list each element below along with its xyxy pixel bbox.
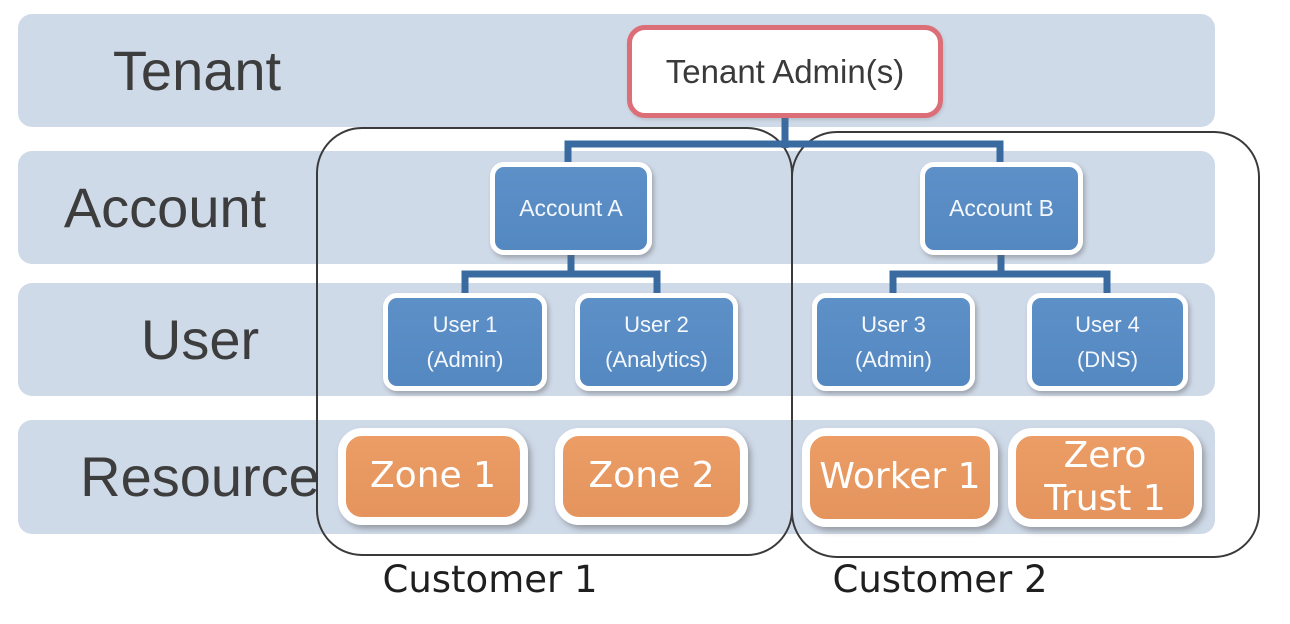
- zone-2-node: Zone 2: [555, 428, 748, 525]
- worker-1-node: Worker 1: [802, 428, 998, 527]
- zone-1-label: Zone 1: [370, 455, 496, 497]
- worker-1-label: Worker 1: [819, 456, 981, 498]
- user-3-label: User 3: [861, 311, 926, 337]
- account-row-label: Account: [63, 176, 267, 239]
- account-a-label: Account A: [519, 195, 623, 221]
- account-a-node: Account A: [490, 162, 652, 255]
- connector-account-a-to-users: [461, 251, 661, 297]
- user-2-label: User 2: [624, 311, 689, 337]
- user-2-node: User 2 (Analytics): [575, 293, 738, 391]
- user-4-sublabel: (DNS): [1076, 347, 1139, 372]
- user-3-sublabel: (Admin): [854, 347, 932, 372]
- user-2-sublabel: (Analytics): [605, 347, 708, 372]
- user-1-sublabel: (Admin): [426, 347, 504, 372]
- user-4-label: User 4: [1075, 311, 1140, 337]
- user-3-node: User 3 (Admin): [812, 293, 975, 391]
- account-b-label: Account B: [949, 195, 1054, 221]
- tenant-admin-label: Tenant Admin(s): [665, 52, 905, 90]
- account-b-node: Account B: [920, 162, 1083, 255]
- resource-row-label: Resource: [80, 445, 320, 508]
- user-1-node: User 1 (Admin): [383, 293, 547, 391]
- zone-2-label: Zone 2: [588, 455, 715, 497]
- zero-trust-1-label: Zero Trust 1: [1044, 435, 1166, 519]
- user-4-node: User 4 (DNS): [1027, 293, 1188, 391]
- connector-account-b-to-users: [889, 251, 1111, 297]
- customer-2-group-outline: [791, 131, 1260, 558]
- customer-1-group-label: Customer 1: [382, 558, 598, 601]
- tenant-row-band: [18, 14, 1215, 127]
- zero-trust-1-node: Zero Trust 1: [1008, 428, 1202, 527]
- connector-tenant-to-accounts: [564, 114, 1004, 170]
- user-1-label: User 1: [432, 311, 498, 337]
- zone-1-node: Zone 1: [338, 428, 528, 525]
- customer-2-group-label: Customer 2: [832, 558, 1048, 601]
- user-row-label: User: [140, 308, 260, 371]
- tenant-admin-node: Tenant Admin(s): [627, 25, 943, 118]
- tenant-row-label: Tenant: [112, 39, 282, 102]
